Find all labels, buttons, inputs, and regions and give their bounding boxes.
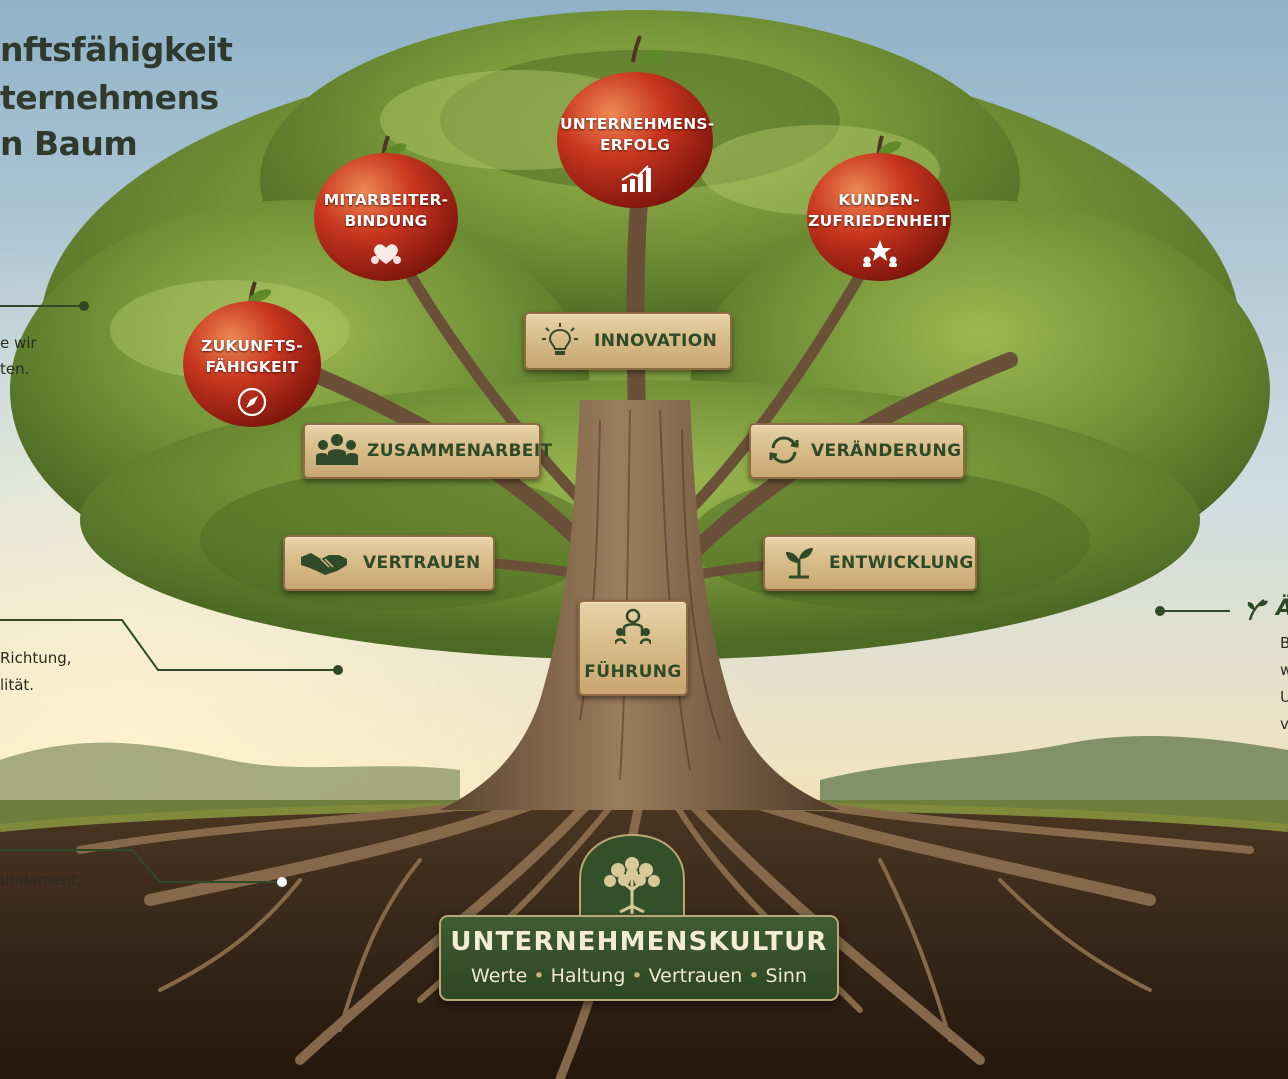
tree-emblem-icon [598,850,666,920]
handshake-icon [299,545,349,583]
apple-label-line1: UNTERNEHMENS- [560,115,715,133]
growth-chart-icon [620,164,652,198]
left-text-3: Richtung, [0,649,72,667]
culture-panel: UNTERNEHMENSKULTUR Werte•Haltung•Vertrau… [439,915,839,1001]
team-icon [315,431,359,473]
sign-label: ZUSAMMENARBEIT [367,441,553,461]
page-title-line-3: n Baum [0,124,138,163]
leader-icon [613,608,653,650]
sign-label: VERTRAUEN [363,553,481,573]
right-text-3: U [1280,688,1288,706]
sprout-icon [783,545,815,583]
sign-zusammenarbeit: ZUSAMMENARBEIT [303,423,552,479]
sign-entwicklung: ENTWICKLUNG [763,535,977,591]
left-text-2: ten. [0,360,30,378]
hearts-hands-icon [368,238,404,272]
page-title-line-1: nftsfähigkeit [0,30,233,69]
page-title-line-2: ternehmens [0,78,219,117]
left-text-5: undament, [0,871,82,889]
apple-label-line2: FÄHIGKEIT [205,358,299,376]
apple-label-line2: ERFOLG [599,136,671,154]
star-people-icon [862,238,898,272]
right-text-2: w [1280,661,1288,679]
culture-title: UNTERNEHMENSKULTUR [450,927,828,957]
sign-label: FÜHRUNG [584,662,682,682]
apple-label-line2: BINDUNG [344,212,428,230]
left-text-1: e wir [0,334,37,352]
apple-label-line1: KUNDEN- [838,191,920,209]
left-text-4: lität. [0,676,35,694]
sign-veraenderung: VERÄNDERUNG [749,423,965,479]
right-heading: Ä [1276,596,1288,621]
sign-label: INNOVATION [594,331,718,351]
culture-value: Werte [471,965,528,987]
right-text-1: B [1280,634,1288,652]
right-text-4: v [1280,715,1288,733]
sprout-icon [1244,596,1270,626]
culture-value: Haltung [550,965,626,987]
apple-label-line1: ZUKUNFTS- [201,337,303,355]
culture-value: Sinn [765,965,807,987]
apple-label-line1: MITARBEITER- [323,191,449,209]
sign-label: VERÄNDERUNG [811,441,962,461]
sign-vertrauen: VERTRAUEN [283,535,495,591]
compass-icon [236,386,268,422]
lightbulb-icon [542,322,578,362]
culture-values: Werte•Haltung•Vertrauen•Sinn [471,965,807,987]
sign-innovation: INNOVATION [524,312,732,370]
cycle-arrows-icon [767,433,801,471]
sign-label: ENTWICKLUNG [829,553,974,573]
culture-value: Vertrauen [648,965,743,987]
sign-fuehrung: FÜHRUNG [578,600,688,696]
apple-label-line2: ZUFRIEDENHEIT [808,212,950,230]
